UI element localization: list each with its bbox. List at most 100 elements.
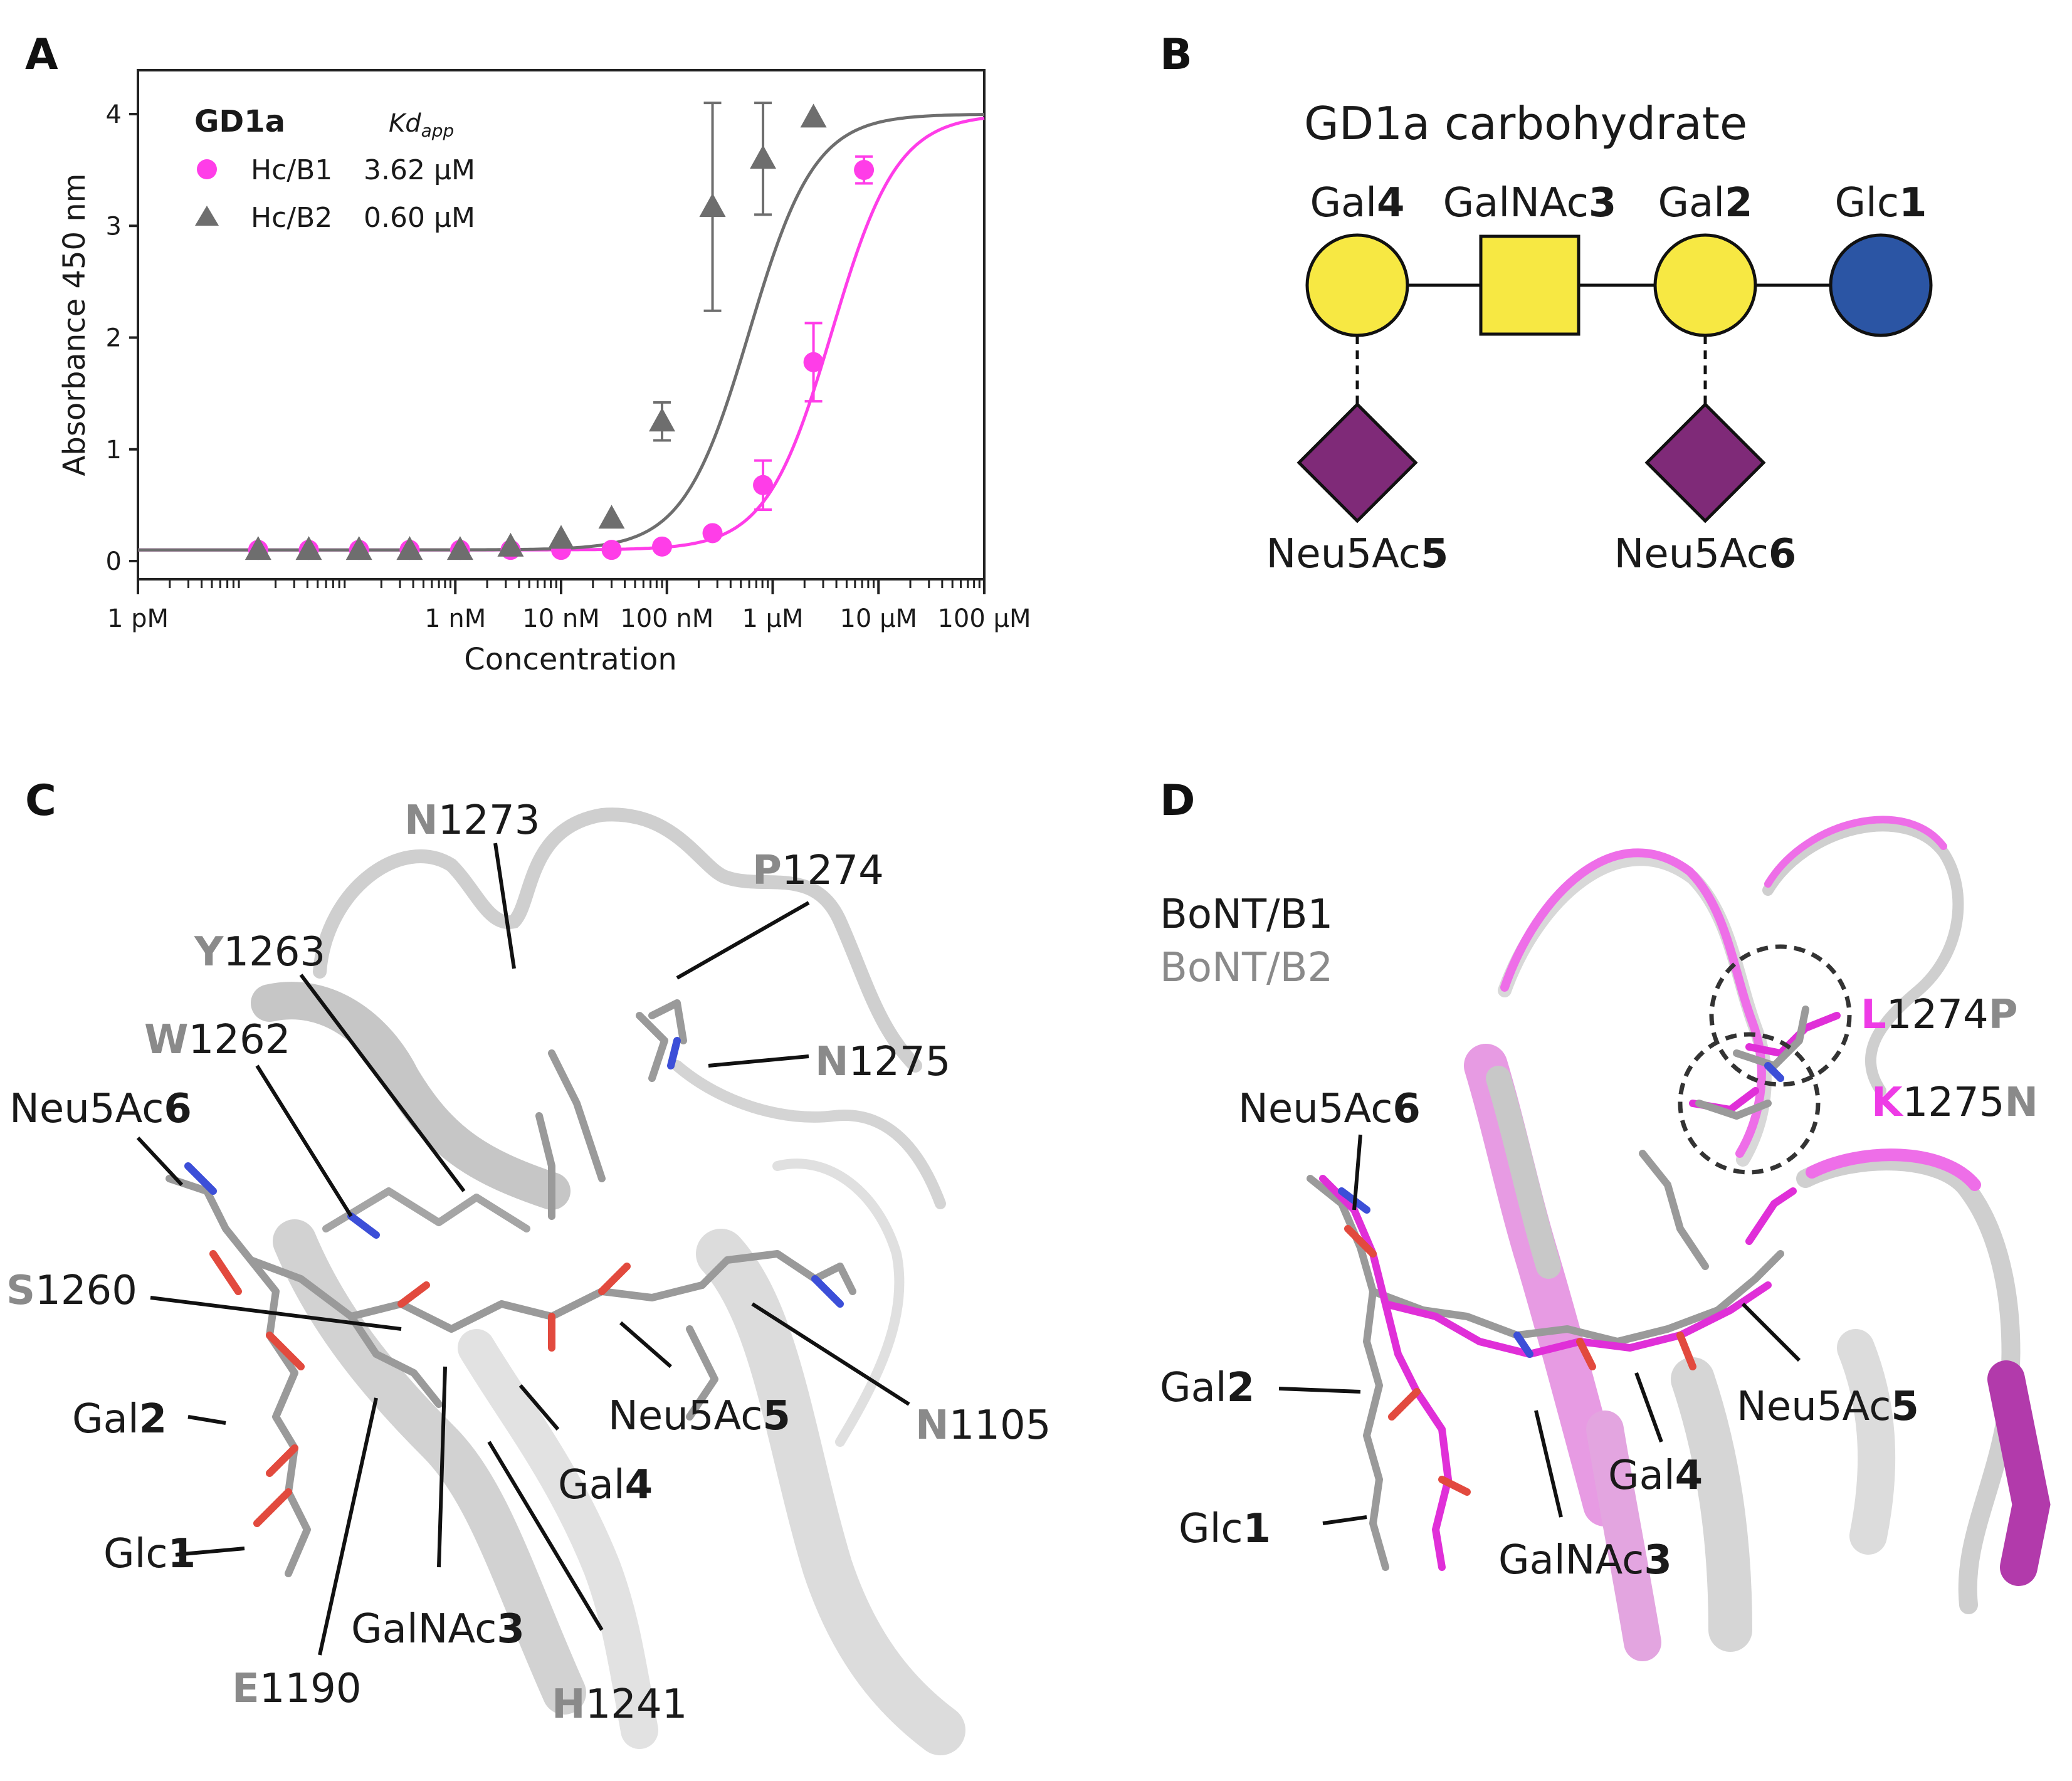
data-point-triangle: [800, 103, 827, 128]
gal2-circle: [1653, 233, 1757, 337]
y-tick-label: 0: [106, 547, 122, 576]
data-point-triangle: [548, 525, 574, 549]
x-tick-label: 1 μM: [742, 604, 803, 633]
data-point-triangle: [649, 407, 676, 432]
residue-p1274: P1274: [752, 848, 884, 894]
ligand-sticks-c: [166, 999, 856, 1577]
sugar-gal4-d: Gal4: [1608, 1453, 1703, 1499]
sugar-neu5ac5-d: Neu5Ac5: [1737, 1384, 1919, 1430]
residue-e1190: E1190: [232, 1666, 362, 1712]
sugar-neu5ac6-c: Neu5Ac6: [9, 1086, 192, 1132]
panel-a-chart: 0 1 2 3 4 1 pM 1 nM 10 nM 100 nM 1 μM 10 μM 100 μM…: [57, 69, 1031, 677]
legend-name-b1: Hc/B1: [251, 154, 332, 186]
gal2-label: Gal2: [1658, 180, 1752, 226]
mutation-l1274p: L1274P: [1861, 992, 2018, 1038]
y-axis-title: Absorbance 450 nm: [57, 174, 92, 476]
residue-w1262: W1262: [144, 1017, 290, 1063]
x-tick-label: 100 nM: [620, 604, 713, 633]
legend-bont-b2: BoNT/B2: [1160, 945, 1333, 991]
legend-kd-b2: 0.60 μM: [364, 202, 475, 234]
plot-frame: [137, 69, 986, 581]
galnac3-square: [1479, 234, 1580, 336]
protein-cartoon-d: [1464, 816, 2051, 1661]
panel-c-label: C: [25, 776, 56, 826]
sugar-neu5ac5-c: Neu5Ac5: [608, 1393, 791, 1439]
mutation-circle-l1274p: [1709, 944, 1852, 1087]
data-point-triangle: [295, 536, 322, 560]
sugar-gal4-c: Gal4: [558, 1462, 653, 1508]
data-point-triangle: [446, 536, 473, 560]
residue-s1260: S1260: [6, 1268, 137, 1314]
kd-header: Kdapp: [389, 109, 454, 141]
panel-c-structure: N1273 P1274 Y1263 W1262 N1275 Neu5Ac6 S1…: [6, 797, 1051, 1755]
x-tick-label: 1 pM: [107, 604, 169, 633]
data-point-circle: [601, 540, 622, 560]
protein-cartoon-c: [251, 807, 965, 1755]
legend-marker-b2: [195, 206, 219, 226]
residue-n1275: N1275: [815, 1039, 950, 1085]
ligand-sticks-d: [1307, 1006, 1841, 1571]
chart-legend: GD1a Kdapp Hc/B1 3.62 μM Hc/B2 0.60 μM: [194, 104, 475, 234]
mutation-circles: [1678, 944, 1852, 1175]
panel-a-label: A: [25, 30, 58, 80]
sugar-neu5ac6-d: Neu5Ac6: [1238, 1086, 1421, 1132]
legend-marker-b1: [197, 159, 217, 179]
callout-lines-d: [1278, 1134, 1801, 1525]
x-tick-label: 100 μM: [937, 604, 1031, 633]
legend-name-b2: Hc/B2: [251, 202, 332, 234]
y-tick-label: 2: [106, 324, 122, 353]
callout-lines-c: [136, 843, 910, 1656]
residue-h1241: H1241: [552, 1681, 687, 1728]
panel-d-label: D: [1160, 776, 1195, 826]
data-point-triangle: [598, 505, 625, 529]
galnac3-label: GalNAc3: [1443, 180, 1617, 226]
data-points: [245, 102, 875, 560]
legend-kd-b1: 3.62 μM: [364, 154, 475, 186]
data-point-triangle: [750, 145, 777, 169]
neu5ac5-diamond: [1296, 402, 1418, 523]
sugar-gal2-d: Gal2: [1160, 1365, 1254, 1411]
labels-d: BoNT/B1 BoNT/B2 L1274P K1275N Neu5Ac6 Ga…: [1160, 891, 2038, 1584]
x-tick-label: 10 nM: [522, 604, 599, 633]
x-tick-label: 1 nM: [424, 604, 486, 633]
mutation-k1275n: K1275N: [1871, 1080, 2038, 1126]
glc1-label: Glc1: [1834, 180, 1927, 226]
glc1-circle: [1829, 233, 1933, 337]
x-axis: 1 pM 1 nM 10 nM 100 nM 1 μM 10 μM 100 μM: [107, 579, 1031, 633]
data-point-circle: [652, 536, 673, 557]
data-point-circle: [702, 523, 723, 544]
panel-d-structure: BoNT/B1 BoNT/B2 L1274P K1275N Neu5Ac6 Ga…: [1160, 816, 2051, 1661]
sugar-galnac3-d: GalNAc3: [1498, 1537, 1672, 1584]
y-tick-label: 3: [106, 212, 122, 241]
labels-c: N1273 P1274 Y1263 W1262 N1275 Neu5Ac6 S1…: [6, 797, 1051, 1728]
sugar-glc1-c: Glc1: [103, 1531, 196, 1577]
x-tick-label: 10 μM: [839, 604, 917, 633]
data-point-triangle: [345, 536, 372, 560]
data-point-triangle: [699, 192, 726, 217]
y-tick-label: 1: [106, 436, 122, 465]
sugar-galnac3-c: GalNAc3: [351, 1606, 525, 1652]
data-point-triangle: [245, 536, 271, 560]
neu5ac6-diamond: [1644, 402, 1766, 523]
data-point-circle: [803, 352, 824, 372]
residue-n1105: N1105: [915, 1402, 1051, 1449]
legend-title: GD1a: [194, 104, 285, 139]
sugar-gal2-c: Gal2: [72, 1396, 167, 1442]
sugar-glc1-d: Glc1: [1179, 1506, 1271, 1552]
panel-b-label: B: [1160, 30, 1192, 80]
legend-bont-b1: BoNT/B1: [1160, 891, 1333, 938]
panel-b-glycan: GD1a carbohydrate Gal4 GalNAc3 Gal2 Glc1…: [1266, 97, 1933, 577]
neu5ac6-label: Neu5Ac6: [1614, 531, 1797, 577]
y-tick-label: 4: [106, 100, 122, 129]
data-point-circle: [753, 475, 774, 495]
y-axis: 0 1 2 3 4: [106, 100, 138, 576]
data-point-circle: [854, 160, 875, 181]
glycan-title: GD1a carbohydrate: [1304, 97, 1747, 150]
residue-y1263: Y1263: [194, 929, 325, 975]
x-axis-title: Concentration: [464, 642, 677, 677]
data-point-triangle: [497, 532, 524, 557]
mutation-circle-k1275n: [1678, 1032, 1821, 1175]
residue-n1273: N1273: [404, 797, 540, 844]
data-point-triangle: [396, 536, 423, 560]
